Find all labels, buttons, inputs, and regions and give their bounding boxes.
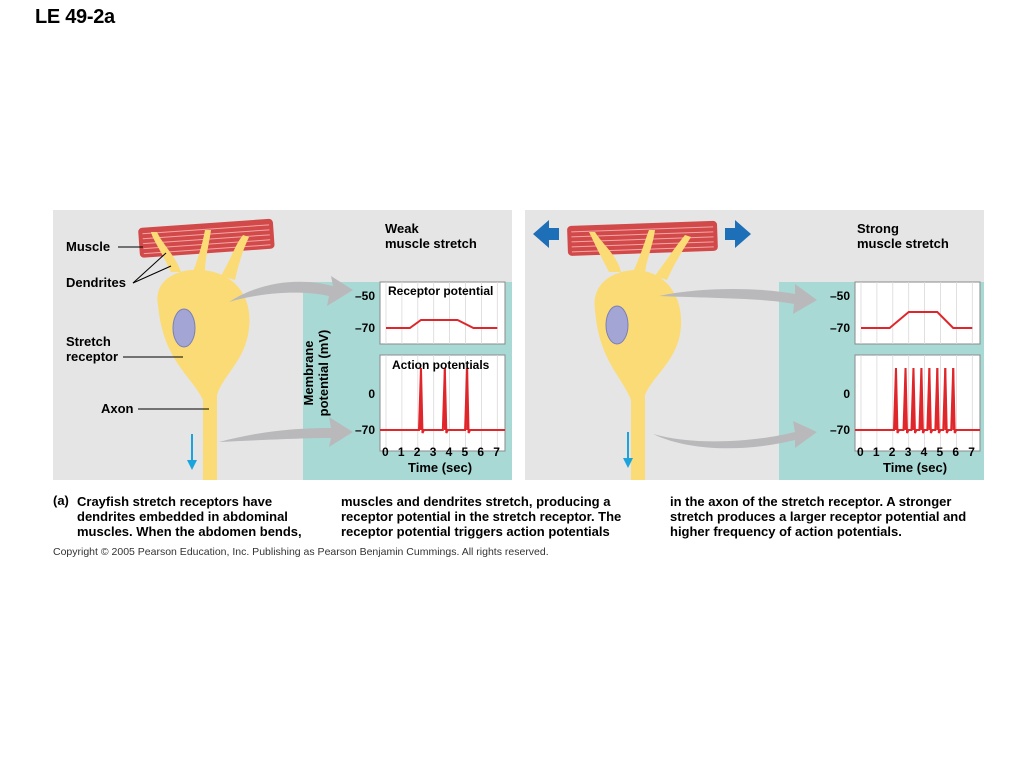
receptor-potential-trace [386,319,498,329]
caption-column-2: muscles and dendrites stretch, producing… [341,494,622,539]
weak-stretch-panel: Weak muscle stretch Muscle Dendrites Str… [53,210,512,480]
x-tick-label: 1 [397,445,405,459]
x-tick-label: 5 [936,445,944,459]
y-axis-label: Membrane potential (mV) [301,329,331,417]
weak-stretch-heading: Weak muscle stretch [385,221,477,251]
axon-signal-arrow [187,434,197,470]
stretch-right-arrow [725,220,751,248]
x-tick-label: 2 [888,445,896,459]
y-tick-label: –70 [354,321,375,335]
receptor-potential-trace [861,311,973,329]
axon-flow-arrow [653,421,817,449]
nucleus [605,305,629,345]
stretch-receptor-label: Stretch receptor [66,334,119,364]
x-tick-label: 0 [857,445,864,459]
x-tick-label: 1 [872,445,880,459]
x-tick-label: 3 [904,445,912,459]
strong-stretch-graphs [854,281,981,452]
x-axis-label: Time (sec) [408,460,473,475]
figure-title: LE 49-2a [35,6,115,28]
y-tick-label: 0 [368,387,375,401]
x-axis-label: Time (sec) [883,460,948,475]
weak-stretch-graphs [379,281,506,452]
copyright-notice: Copyright © 2005 Pearson Education, Inc.… [53,546,549,558]
caption-column-3: in the axon of the stretch receptor. A s… [670,494,967,539]
x-tick-label: 4 [445,445,453,459]
action-graph-area [854,354,981,452]
strong-stretch-panel: Strong muscle stretch Time (sec) –50 –70 0… [525,210,984,480]
receptor-graph-area [379,281,506,345]
x-tick-label: 2 [413,445,421,459]
x-tick-label: 5 [461,445,469,459]
axon-flow-arrow [219,417,353,447]
receptor-flow-arrow [659,284,817,314]
condition-label: Weak muscle stretch [385,221,477,251]
action-graph-title: Action potentials [392,358,490,372]
x-tick-label: 4 [920,445,928,459]
panel-tag: (a) [53,493,69,508]
x-tick-label: 7 [493,445,500,459]
axon-signal-arrow [623,432,633,468]
receptor-flow-arrow [229,276,353,306]
caption-column-1: Crayfish stretch receptors have dendrite… [77,494,302,539]
y-tick-label: –70 [354,423,375,437]
x-tick-label: 3 [429,445,437,459]
x-tick-label: 6 [952,445,960,459]
nucleus [172,308,196,348]
y-tick-label: 0 [843,387,850,401]
y-tick-label: –70 [829,423,850,437]
receptor-graph-title: Receptor potential [388,284,494,298]
x-tick-label: 0 [382,445,389,459]
x-tick-label: 7 [968,445,975,459]
axon-label: Axon [101,401,134,416]
action-graph-area [379,354,506,452]
y-tick-label: –70 [829,321,850,335]
stretch-receptor-neuron [151,230,250,480]
dendrites-label: Dendrites [66,275,126,290]
y-tick-label: –50 [354,289,375,303]
x-tick-label: 6 [477,445,485,459]
muscle-label: Muscle [66,239,111,254]
stretch-receptor-neuron [589,230,691,480]
y-tick-label: –50 [829,289,850,303]
weak-stretch-illustration [118,218,512,480]
strong-stretch-illustration [533,220,984,480]
stretch-left-arrow [533,220,559,248]
strong-stretch-heading: Strong muscle stretch [857,221,949,251]
